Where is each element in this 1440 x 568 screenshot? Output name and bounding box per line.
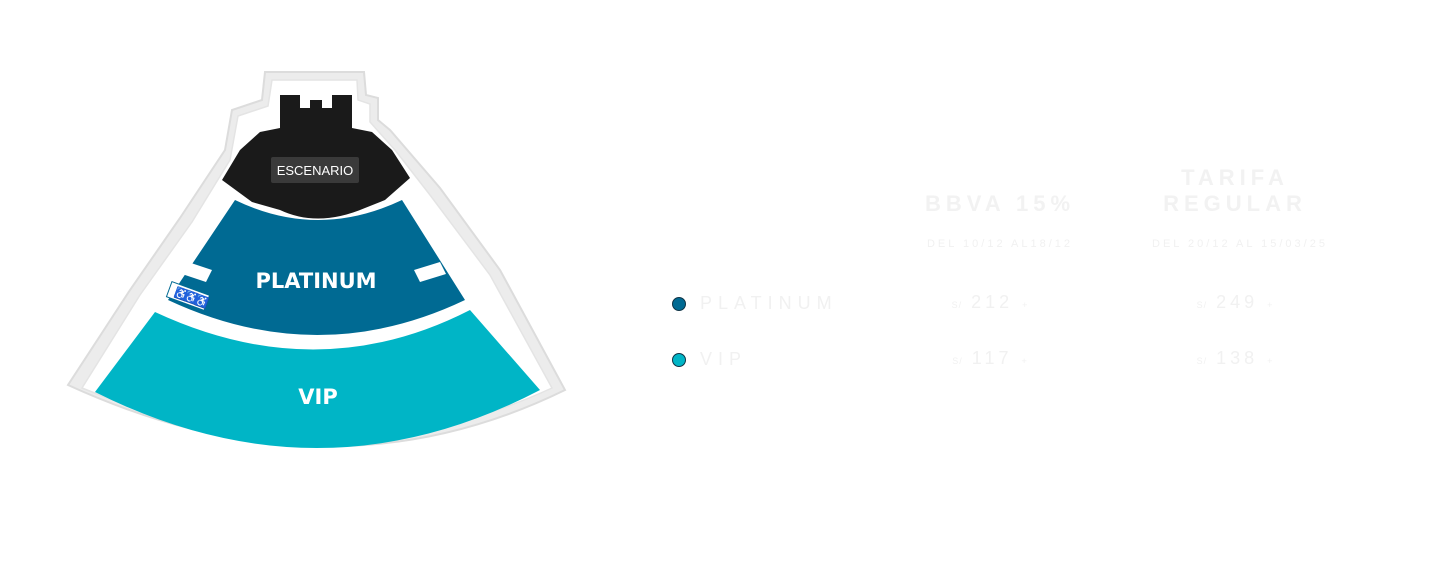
price-platinum-bbva: S/ 212 + — [951, 292, 1029, 312]
col1-subtitle: DEL 10/12 AL18/12 — [926, 238, 1073, 250]
stage-label: ESCENARIO — [277, 163, 354, 178]
seating-map: ESCENARIO PLATINUM ♿ ♿ ♿ VIP — [66, 71, 567, 449]
vip-dot — [672, 352, 686, 367]
wheelchair-icon: ♿ — [172, 286, 190, 303]
platinum-dot — [672, 296, 686, 311]
col2-title-1: TARIFA — [1181, 165, 1289, 190]
col2-subtitle: DEL 20/12 AL 15/03/25 — [1152, 238, 1328, 250]
zone-name: PLATINUM — [700, 293, 838, 313]
section-platinum[interactable]: PLATINUM — [168, 200, 465, 335]
wheelchair-icon: ♿ — [183, 289, 201, 306]
platinum-label: PLATINUM — [255, 269, 376, 293]
col1-title: BBVA 15% — [924, 191, 1076, 216]
zone-name: VIP — [700, 349, 748, 369]
stage[interactable]: ESCENARIO — [222, 95, 410, 219]
zone-row-platinum[interactable]: PLATINUM — [672, 293, 838, 314]
vip-label: VIP — [298, 385, 337, 409]
price-platinum-regular: S/ 249 + — [1196, 292, 1274, 312]
section-vip[interactable]: VIP — [95, 310, 540, 449]
price-vip-bbva: S/ 117 + — [952, 348, 1028, 368]
stage-label-box — [271, 157, 359, 183]
col2-title-2: REGULAR — [1163, 191, 1307, 216]
zone-row-vip[interactable]: VIP — [672, 349, 747, 370]
accessibility-area: ♿ ♿ ♿ — [165, 281, 211, 311]
price-vip-regular: S/ 138 + — [1196, 348, 1274, 368]
wheelchair-icon: ♿ — [193, 293, 211, 310]
